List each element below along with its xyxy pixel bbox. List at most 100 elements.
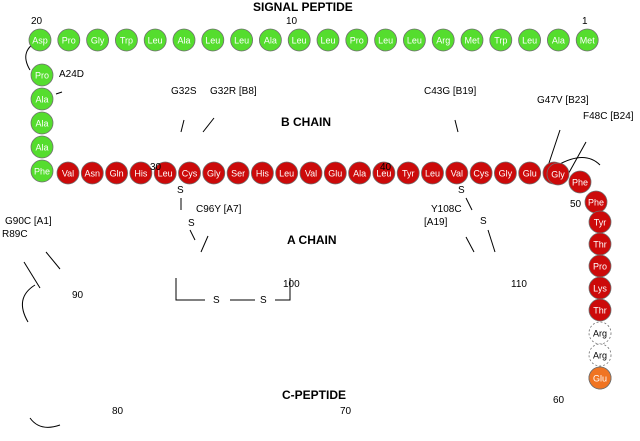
disulfide-s-a7: S xyxy=(188,218,195,229)
signal-left-residue-5-circle xyxy=(30,159,54,183)
signal-left-residue-1: Pro xyxy=(30,63,54,87)
b-chain-residue-9-label: His xyxy=(256,169,269,179)
signal-top-residue-6: Ala xyxy=(172,28,196,52)
mutation-label-g90c: G90C [A1] xyxy=(5,216,52,227)
c-right-residue-tmp-3: Glu xyxy=(588,366,612,390)
cleaved-right-residue-1-label: Arg xyxy=(593,329,607,339)
b-chain-residue-7: Gly xyxy=(202,161,226,185)
residue-number-10: 10 xyxy=(286,16,298,27)
b-chain-residue-18-circle xyxy=(469,161,493,185)
arrow-g32s xyxy=(180,119,185,133)
b-tail-residue-8: Thr xyxy=(588,298,612,322)
b-tail-residue-1: Gly xyxy=(546,162,570,186)
signal-top-residue-4: Trp xyxy=(115,28,138,52)
b-chain-residue-12-circle xyxy=(323,161,347,185)
b-chain-residue-9-circle xyxy=(250,161,274,185)
signal-top-residue-4-label: Trp xyxy=(120,36,133,46)
b-chain-residue-2: Asn xyxy=(80,161,104,185)
b-chain-residue-6: Cys xyxy=(178,161,201,185)
signal-top-residue-8-label: Leu xyxy=(234,36,249,46)
b-chain-residue-11-label: Val xyxy=(305,169,317,179)
b-chain-residue-16-circle xyxy=(421,161,444,185)
b-tail-residue-2: Phe xyxy=(568,170,592,194)
b-chain-residue-8-label: Ser xyxy=(231,169,245,179)
b-chain-residue-19: Gly xyxy=(493,161,517,185)
arrow-c96y xyxy=(200,235,209,253)
signal-left-residue-1-circle xyxy=(30,63,54,87)
b-chain-residue-17-circle xyxy=(445,161,469,185)
b-chain-residue-16: Leu xyxy=(421,161,444,185)
b-chain-residue-17: Val xyxy=(445,161,469,185)
b-chain-residue-14: Leu xyxy=(372,161,396,185)
signal-left-residue-2-circle xyxy=(30,87,54,111)
signal-top-residue-20-circle xyxy=(575,28,599,52)
b-tail-residue-3-label: Phe xyxy=(588,198,604,208)
b-chain-residue-13-circle xyxy=(348,161,372,185)
b-chain-residue-2-label: Asn xyxy=(85,169,101,179)
signal-left-residue-5-label: Phe xyxy=(34,167,50,177)
b-tail-residue-8-label: Thr xyxy=(593,306,607,316)
cleaved-right-residue-2: Arg xyxy=(588,343,612,367)
signal-left-residue-2-label: Ala xyxy=(35,95,48,105)
mutation-arrows xyxy=(23,91,587,289)
arrow-g90c xyxy=(45,251,61,270)
signal-top-residue-14-label: Leu xyxy=(407,36,422,46)
b-chain-residue-16-label: Leu xyxy=(425,169,440,179)
b-chain-residue-13: Ala xyxy=(348,161,372,185)
b-tail-residue-2-circle xyxy=(568,170,592,194)
signal-top-residue-16-label: Met xyxy=(464,36,480,46)
residue-number-60: 60 xyxy=(553,395,565,406)
b-chain-residue-20-label: Glu xyxy=(523,169,537,179)
signal-left-residue-3-label: Ala xyxy=(35,119,48,129)
b-tail-residue-4-label: Tyr xyxy=(594,218,607,228)
signal-top-residue-17-label: Trp xyxy=(494,36,507,46)
signal-top-residue-14-circle xyxy=(402,28,426,52)
signal-left-residue-4: Ala xyxy=(30,135,54,159)
b-tail-residue-3: Phe xyxy=(584,190,608,214)
b-chain-residue-20: Glu xyxy=(518,161,542,185)
signal-top-residue-14: Leu xyxy=(402,28,426,52)
arrow-a24d xyxy=(55,91,63,95)
b-chain-residue-10-label: Leu xyxy=(279,169,294,179)
signal-top-residue-12: Pro xyxy=(345,28,369,52)
disulfide-bonds: S S S S S S xyxy=(175,165,496,306)
signal-top-residue-5-label: Leu xyxy=(148,36,163,46)
mutation-label-c43g: C43G [B19] xyxy=(424,86,476,97)
b-chain-residue-4-circle xyxy=(129,161,153,185)
signal-top-residue-19-label: Ala xyxy=(552,36,565,46)
signal-top-residue-11-circle xyxy=(316,28,340,52)
title-a-chain: A CHAIN xyxy=(287,233,337,247)
signal-top-residue-5-circle xyxy=(143,28,167,52)
signal-top-residue-3-label: Gly xyxy=(91,36,105,46)
b-tail-residue-5: Thr xyxy=(588,232,612,256)
signal-left-residue-2: Ala xyxy=(30,87,54,111)
b-chain-residue-19-circle xyxy=(493,161,517,185)
residue-number-70: 70 xyxy=(340,406,352,417)
c-right-residue-tmp-3-label: Glu xyxy=(593,374,607,384)
b-chain-residue-2-circle xyxy=(80,161,104,185)
b-chain-residue-8: Ser xyxy=(226,161,250,185)
signal-top-residue-6-circle xyxy=(172,28,196,52)
mutation-label-f48c: F48C [B24] xyxy=(583,111,634,122)
residue-number-40: 40 xyxy=(380,162,392,173)
mutation-label-y108c: Y108C xyxy=(431,204,462,215)
signal-top-residue-16-circle xyxy=(460,28,484,52)
residue-number-90: 90 xyxy=(72,290,84,301)
b-chain-residue-3-circle xyxy=(105,161,128,185)
title-b-chain: B CHAIN xyxy=(281,115,331,129)
signal-top-residue-17-circle xyxy=(489,28,513,52)
b-chain-residue-17-label: Val xyxy=(451,169,463,179)
signal-top-residue-12-label: Pro xyxy=(350,36,364,46)
b-chain-residue-1-label: Val xyxy=(62,169,74,179)
b-chain-residue-7-label: Gly xyxy=(207,169,221,179)
signal-top-residue-4-circle xyxy=(115,28,138,52)
residue-number-30: 30 xyxy=(150,162,162,173)
residue-number-20: 20 xyxy=(31,16,43,27)
disulfide-s-a11: S xyxy=(260,295,267,306)
b-tail-residue-7-label: Lys xyxy=(593,284,607,294)
b-tail-residue-5-label: Thr xyxy=(593,240,607,250)
b-chain-residue-12: Glu xyxy=(323,161,347,185)
b-chain-residue-10: Leu xyxy=(275,161,299,185)
